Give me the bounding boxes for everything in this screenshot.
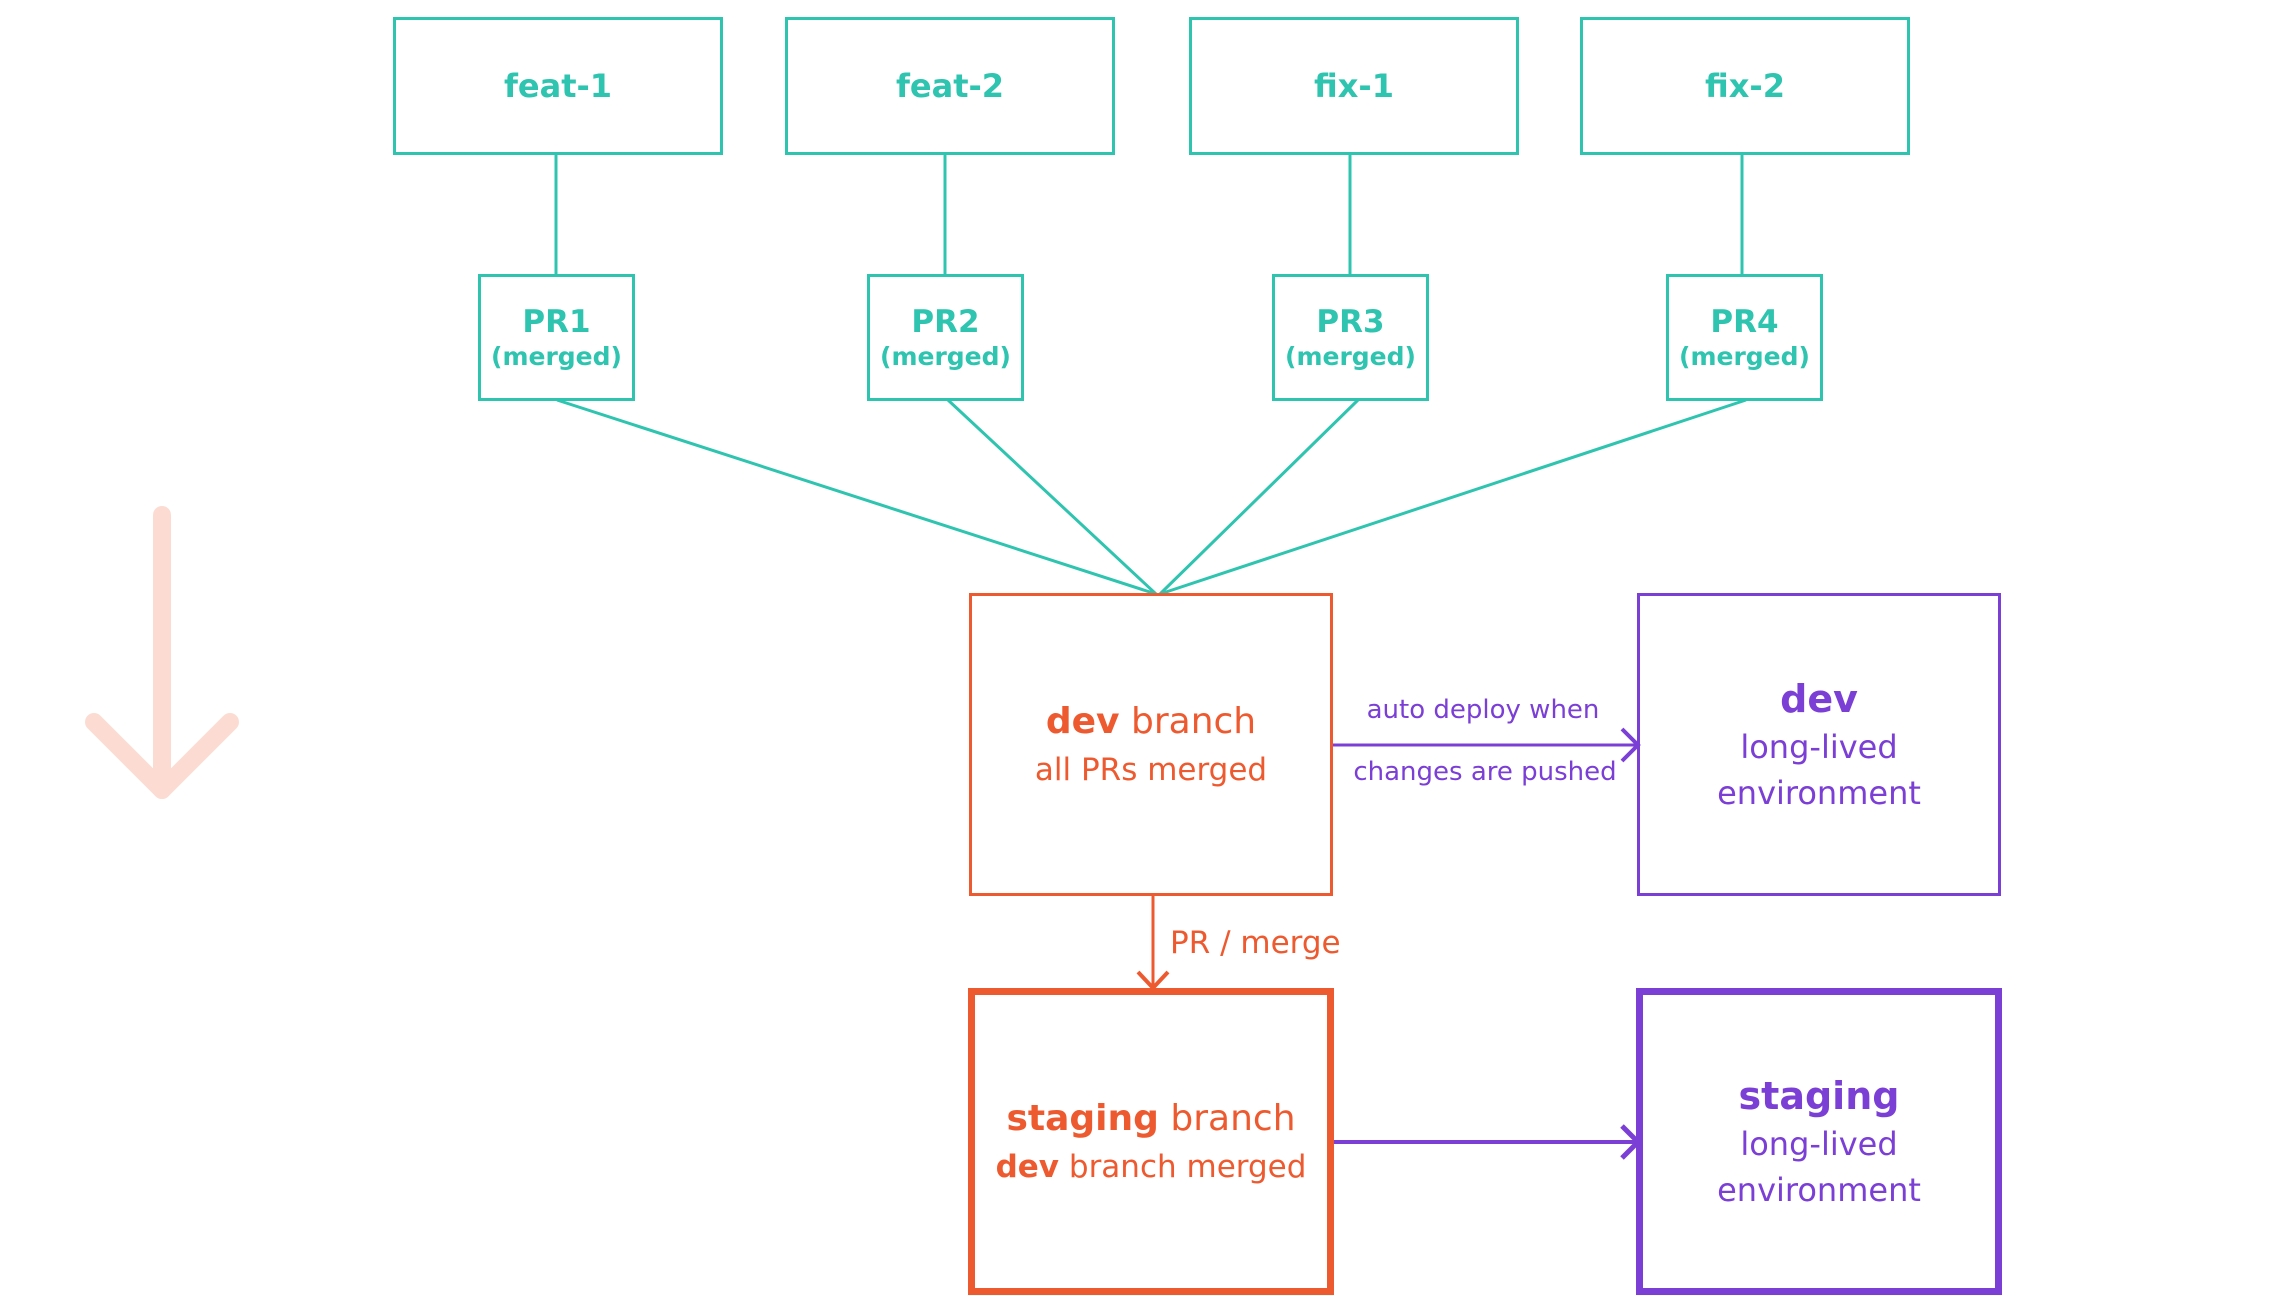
dev-branch-name: dev [1045,700,1120,742]
branch-label: feat-2 [895,67,1005,105]
staging-env-title: staging [1738,1073,1900,1118]
pr-status: (merged) [1679,341,1810,371]
dev-env-title: dev [1780,676,1858,721]
staging-branch-name: staging [1006,1097,1159,1139]
pr-merge-label: PR / merge [1170,925,1341,961]
pr-title: PR1 [522,303,591,340]
edge-pr4-dev [1159,398,1747,596]
pr-box-4: PR4 (merged) [1666,274,1823,401]
staging-env-box: staging long-lived environment [1636,988,2002,1295]
dev-env-line2: environment [1717,773,1921,812]
staging-branch-suffix: branch [1158,1097,1296,1139]
down-arrow-icon [85,506,239,799]
staging-branch-box: staging branch dev branch merged [968,988,1334,1295]
dev-branch-box: dev branch all PRs merged [969,593,1333,896]
branch-label: fix-1 [1314,67,1394,105]
pr-box-3: PR3 (merged) [1272,274,1429,401]
pr-title: PR3 [1316,303,1385,340]
branch-box-feat-2: feat-2 [785,17,1115,155]
pr-title: PR2 [911,303,980,340]
branch-label: feat-1 [503,67,613,105]
branch-box-fix-1: fix-1 [1189,17,1519,155]
dev-branch-subtitle: all PRs merged [1034,751,1268,788]
dev-env-line1: long-lived [1740,727,1898,766]
auto-deploy-label-line2: changes are pushed [1353,757,1617,787]
staging-env-line1: long-lived [1740,1124,1898,1163]
pr-box-1: PR1 (merged) [478,274,635,401]
pr-title: PR4 [1710,303,1779,340]
branch-box-feat-1: feat-1 [393,17,723,155]
staging-branch-title: staging branch [1006,1094,1295,1144]
edge-pr1-dev [556,398,1157,596]
pr-box-2: PR2 (merged) [867,274,1024,401]
dev-branch-title: dev branch [1046,697,1256,747]
staging-env-line2: environment [1717,1170,1921,1209]
edge-pr3-dev [1158,398,1360,596]
auto-deploy-label-line1: auto deploy when [1366,695,1600,725]
dev-branch-suffix: branch [1119,700,1257,742]
dev-env-box: dev long-lived environment [1637,593,2001,896]
edge-pr2-dev [946,398,1158,596]
staging-sub-suffix: branch merged [1059,1148,1307,1185]
branch-box-fix-2: fix-2 [1580,17,1910,155]
staging-branch-subtitle: dev branch merged [996,1144,1307,1190]
staging-sub-name: dev [995,1148,1060,1185]
pr-status: (merged) [491,341,622,371]
branch-label: fix-2 [1705,67,1785,105]
pr-status: (merged) [880,341,1011,371]
pr-status: (merged) [1285,341,1416,371]
